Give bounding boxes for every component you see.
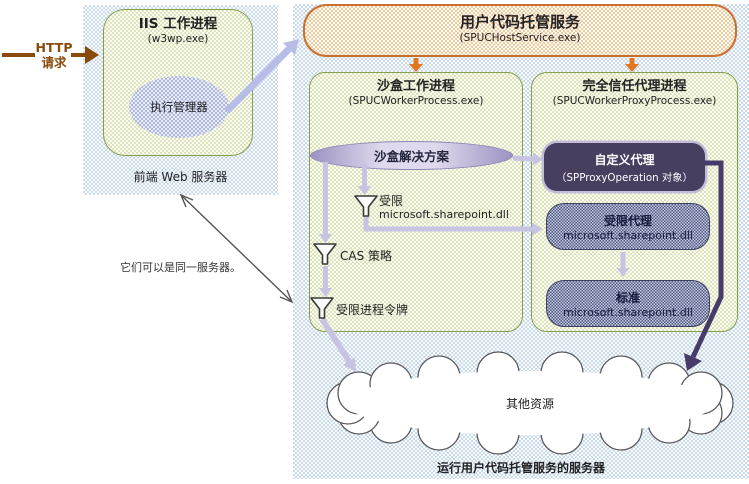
iis-worker-process-box: IIS 工作进程 (w3wp.exe) 执行管理器 <box>103 9 253 156</box>
restricted-token-label: 受限进程令牌 <box>336 303 409 317</box>
cas-policy-label: CAS 策略 <box>340 249 393 263</box>
user-code-host-service-box: 用户代码托管服务 (SPUCHostService.exe) <box>303 4 737 57</box>
restricted-dll-label: microsoft.sharepoint.dll <box>379 208 509 222</box>
sandbox-box-subtitle: (SPUCWorkerProcess.exe) <box>348 95 484 108</box>
iis-box-subtitle: (w3wp.exe) <box>147 32 209 45</box>
host-service-title: 用户代码托管服务 <box>459 13 580 31</box>
custom-proxy-box: 自定义代理 （SPProxyOperation 对象） <box>544 143 705 191</box>
custom-proxy-line1: 自定义代理 <box>594 152 655 167</box>
standard-dll-box: 标准 microsoft.sharepoint.dll <box>546 280 710 327</box>
same-server-note: 它们可以是同一服务器。 <box>120 261 241 274</box>
standard-dll-line1: 标准 <box>615 290 640 305</box>
limited-proxy-line1: 受限代理 <box>603 213 652 228</box>
custom-proxy-line2: （SPProxyOperation 对象） <box>556 171 693 184</box>
sandbox-worker-process-box: 沙盒工作进程 (SPUCWorkerProcess.exe) <box>309 72 523 332</box>
sandbox-box-title: 沙盒工作进程 <box>376 79 455 94</box>
execution-manager-label: 执行管理器 <box>150 100 208 114</box>
restricted-label: 受限 <box>379 194 404 208</box>
same-server-double-arrow <box>179 193 294 304</box>
other-resources-label: 其他资源 <box>505 397 554 411</box>
http-request-line2: 请求 <box>41 55 67 70</box>
sandboxed-solutions-label: 沙盒解决方案 <box>373 149 449 164</box>
standard-dll-line2: microsoft.sharepoint.dll <box>563 305 693 319</box>
http-request-label: HTTP 请求 <box>34 40 74 70</box>
restricted-filter-label: 受限 microsoft.sharepoint.dll <box>379 194 509 222</box>
limited-proxy-line2: microsoft.sharepoint.dll <box>563 228 693 242</box>
host-server-label: 运行用户代码托管服务的服务器 <box>436 461 605 475</box>
front-end-server-label: 前端 Web 服务器 <box>133 170 228 184</box>
http-request-line1: HTTP <box>35 40 73 55</box>
proxy-box-subtitle: (SPUCWorkerProxyProcess.exe) <box>552 95 717 108</box>
host-service-subtitle: (SPUCHostService.exe) <box>459 31 581 44</box>
limited-proxy-box: 受限代理 microsoft.sharepoint.dll <box>546 203 710 250</box>
proxy-box-title: 完全信任代理进程 <box>582 79 687 94</box>
iis-box-title: IIS 工作进程 <box>138 16 218 32</box>
sandboxed-solutions-ellipse: 沙盒解决方案 <box>310 141 513 170</box>
execution-manager-ellipse: 执行管理器 <box>129 76 229 138</box>
